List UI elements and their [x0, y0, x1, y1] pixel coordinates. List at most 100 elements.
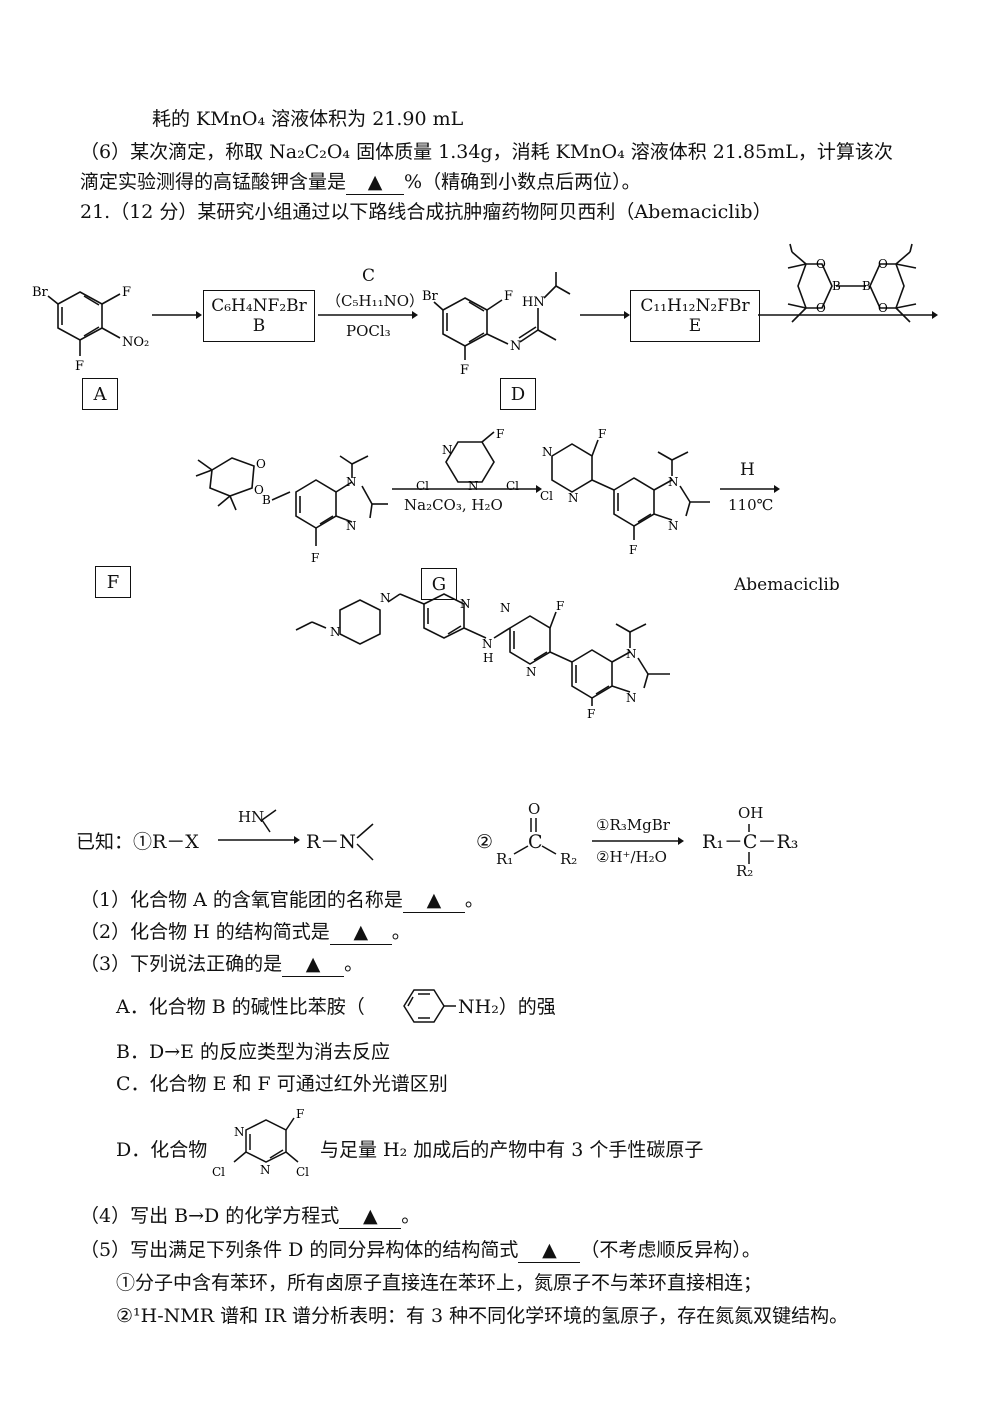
- atom-n: N: [542, 445, 553, 459]
- atom-cl: Cl: [540, 489, 553, 503]
- label-A: A: [82, 378, 118, 410]
- label-F: F: [95, 566, 131, 598]
- condition-1: ①分子中含有苯环，所有卤原子直接连在苯环上，氮原子不与苯环直接相连；: [116, 1272, 763, 1294]
- question-5: （5）写出满足下列条件 D 的同分异构体的结构简式▲（不考虑顺反异构）。: [80, 1238, 761, 1263]
- option-D-prefix: D．化合物: [116, 1139, 208, 1161]
- compound-B-label: B: [252, 316, 266, 336]
- atom-n: N: [260, 1163, 271, 1177]
- question-3: （3）下列说法正确的是▲。: [80, 952, 363, 977]
- atom-cl: Cl: [212, 1165, 225, 1179]
- atom-n: N: [482, 637, 493, 651]
- known-r2: R₂: [560, 850, 578, 868]
- question-1: （1）化合物 A 的含氧官能团的名称是▲。: [80, 888, 484, 913]
- answer-blank[interactable]: ▲: [339, 1204, 402, 1229]
- atom-b: B: [862, 279, 871, 293]
- reagent-pocl3: POCl₃: [346, 322, 391, 340]
- structure-option-D: N N F Cl Cl: [212, 1107, 309, 1179]
- reagent-na2co3: Na₂CO₃, H₂O: [404, 496, 503, 514]
- answer-blank[interactable]: ▲: [346, 170, 405, 195]
- known-oh: OH: [738, 804, 764, 822]
- arrow-d-e: [580, 311, 630, 319]
- atom-n: N: [668, 519, 679, 533]
- atom-f: F: [311, 551, 319, 565]
- atom-f: F: [460, 363, 469, 378]
- text-line-continued: 耗的 KMnO₄ 溶液体积为 21.90 mL: [152, 108, 464, 130]
- atom-n: N: [460, 597, 471, 611]
- atom-f: F: [598, 427, 606, 441]
- period: 。: [391, 921, 411, 943]
- answer-blank[interactable]: ▲: [518, 1238, 581, 1263]
- atom-b: B: [262, 493, 271, 507]
- question-6-tail: %（精确到小数点后两位）。: [404, 171, 641, 193]
- atom-n: N: [442, 443, 453, 457]
- label-G: G: [421, 568, 457, 600]
- arrow-a-b: [152, 311, 202, 319]
- question-3-text: （3）下列说法正确的是: [80, 953, 283, 975]
- atom-n: N: [626, 691, 637, 705]
- known-prefix: 已知：①R－X: [76, 831, 199, 853]
- atom-f: F: [504, 289, 513, 304]
- question-5-text: （5）写出满足下列条件 D 的同分异构体的结构简式: [80, 1239, 519, 1261]
- arrow-f-g: [392, 485, 542, 493]
- known-step-2: ②H⁺/H₂O: [596, 848, 667, 866]
- atom-br: Br: [422, 289, 439, 304]
- atom-f: F: [587, 707, 595, 721]
- atom-f: F: [496, 427, 504, 441]
- atom-f: F: [75, 359, 84, 374]
- atom-hn: HN: [522, 295, 545, 310]
- atom-br: Br: [32, 285, 49, 300]
- known-step-1: ①R₃MgBr: [596, 816, 670, 834]
- compound-B-formula: C₆H₄NF₂Br: [211, 296, 307, 316]
- period: 。: [344, 953, 364, 975]
- structure-D: Br F N HN F: [422, 272, 571, 378]
- question-4-text: （4）写出 B→D 的化学方程式: [80, 1205, 340, 1227]
- atom-n: N: [468, 479, 479, 493]
- known-carbon: C: [528, 831, 543, 853]
- atom-n: N: [668, 475, 679, 489]
- option-A-suffix: NH₂）的强: [458, 996, 556, 1018]
- benzene-ring-icon: [403, 989, 456, 1023]
- structure-F: O O B N N F: [195, 455, 388, 565]
- atom-f: F: [629, 543, 637, 557]
- reaction-temperature: 110℃: [728, 496, 774, 514]
- compound-E-label: E: [688, 316, 702, 336]
- period: 。: [464, 889, 484, 911]
- atom-n: N: [346, 475, 357, 489]
- known-r1: R₁: [496, 850, 514, 868]
- structure-A: Br F NO₂ F: [32, 285, 149, 374]
- question-2-text: （2）化合物 H 的结构简式是: [80, 921, 330, 943]
- known-arrow-2: [592, 837, 684, 845]
- known-product-2: R₁－C－R₃: [702, 831, 799, 853]
- atom-b: B: [832, 279, 841, 293]
- compound-E-box: C₁₁H₁₂N₂FBr E: [630, 290, 760, 342]
- atom-no2: NO₂: [122, 335, 149, 350]
- atom-n: N: [626, 647, 637, 661]
- atom-n: N: [346, 519, 357, 533]
- atom-cl: Cl: [296, 1165, 309, 1179]
- atom-h: H: [483, 651, 493, 665]
- atom-o: O: [816, 257, 826, 271]
- compound-B-box: C₆H₄NF₂Br B: [203, 290, 315, 342]
- known-amine-product-lines: [356, 823, 374, 861]
- known-carbonyl-bonds: [513, 818, 557, 855]
- option-C: C．化合物 E 和 F 可通过红外光谱区别: [116, 1073, 448, 1095]
- known-product-2-r2: R₂: [736, 862, 754, 880]
- known-arrow-1: [218, 809, 300, 844]
- answer-blank[interactable]: ▲: [402, 888, 465, 913]
- answer-blank[interactable]: ▲: [329, 920, 392, 945]
- question-6-line2: 滴定实验测得的高锰酸钾含量是▲%（精确到小数点后两位）。: [80, 170, 641, 195]
- question-6-text: 滴定实验测得的高锰酸钾含量是: [80, 171, 347, 193]
- atom-f: F: [296, 1107, 304, 1121]
- answer-blank[interactable]: ▲: [282, 952, 345, 977]
- structure-abemaciclib: N N N N H N N F N N F: [295, 591, 670, 721]
- known-product-1: R－N: [306, 831, 356, 853]
- question-4: （4）写出 B→D 的化学方程式▲。: [80, 1204, 420, 1229]
- option-D-suffix: 与足量 H₂ 加成后的产物中有 3 个手性碳原子: [320, 1139, 704, 1161]
- known-amine: HN: [238, 808, 265, 826]
- arrow-e-f: [758, 311, 938, 319]
- atom-o: O: [254, 483, 264, 497]
- atom-n: N: [234, 1125, 245, 1139]
- atom-o: O: [878, 301, 888, 315]
- known-oxygen: O: [528, 800, 541, 818]
- structure-b2pin2: O O B B O O: [787, 243, 917, 323]
